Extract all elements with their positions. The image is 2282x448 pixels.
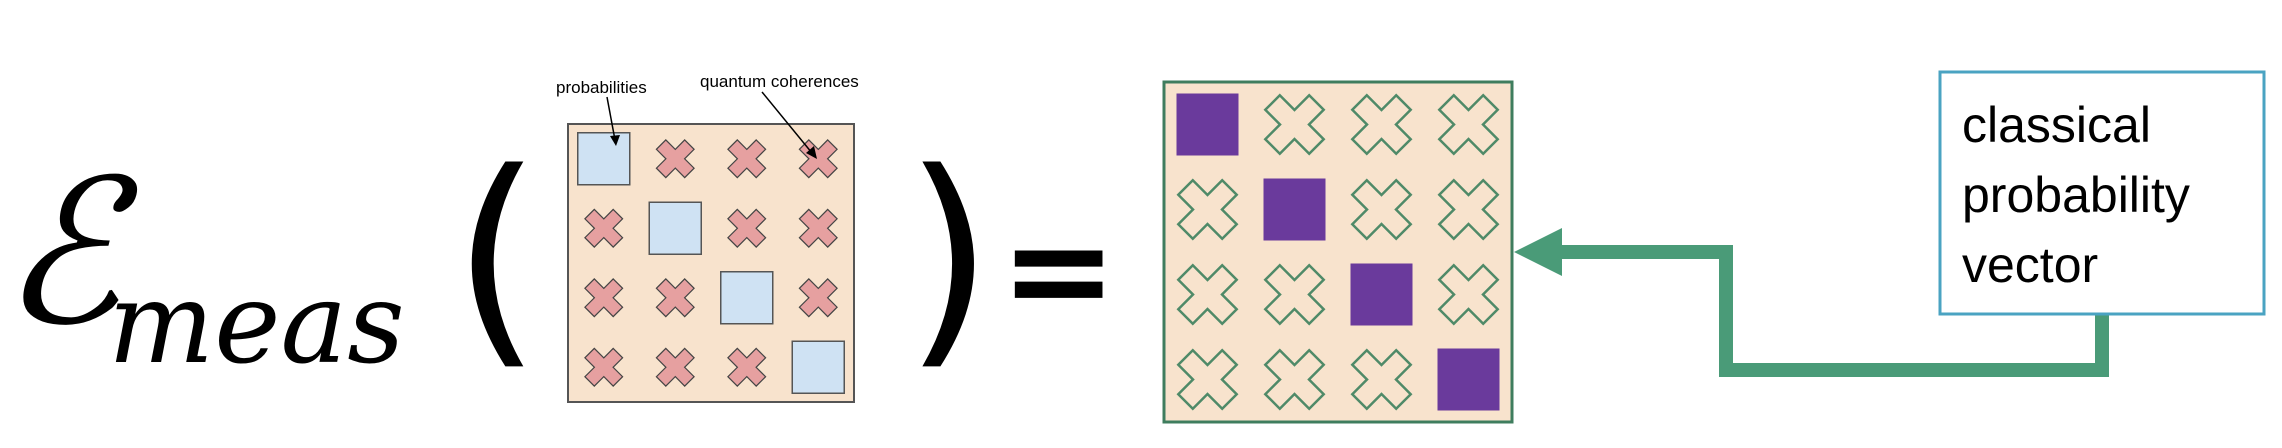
removed-coherence-x-cell — [1350, 93, 1413, 156]
callout-box: classical probability vector — [1938, 70, 2266, 316]
removed-coherence-x-cell — [1176, 263, 1239, 326]
equals-sign: = — [1000, 189, 1117, 352]
coherence-x-cell — [727, 139, 767, 179]
removed-coherence-x-cell — [1437, 178, 1500, 241]
probabilities-pointer-line — [606, 96, 616, 141]
connector-line — [1560, 245, 2109, 377]
callout-line-3: vector — [1962, 237, 2098, 293]
coherence-x-cell — [727, 347, 767, 387]
callout-connector-arrow — [1514, 228, 2109, 377]
removed-coherence-x-cell — [1176, 348, 1239, 411]
removed-coherence-x-cell — [1176, 178, 1239, 241]
callout-line-1: classical — [1962, 97, 2151, 153]
coherence-x-cell — [655, 278, 695, 318]
classical-probability-cell — [1437, 348, 1500, 411]
connector-arrowhead — [1514, 228, 1562, 276]
callout-line-2: probability — [1962, 167, 2190, 223]
classical-probability-cell — [1176, 93, 1239, 156]
coherence-x-cell — [584, 208, 624, 248]
probability-cell — [791, 340, 845, 394]
classical-probability-cell — [1263, 178, 1326, 241]
probabilities-pointer-head — [610, 135, 620, 146]
coherence-x-cell — [584, 278, 624, 318]
removed-coherence-x-cell — [1437, 263, 1500, 326]
coherences-pointer-head — [806, 146, 817, 159]
coherence-x-cell — [655, 347, 695, 387]
removed-coherence-x-cell — [1350, 178, 1413, 241]
coherence-x-cell — [584, 347, 624, 387]
probability-cell — [720, 271, 774, 325]
coherence-x-cell — [798, 208, 838, 248]
annotation-arrows — [606, 91, 817, 159]
label-probabilities: probabilities — [556, 78, 647, 97]
coherence-x-cell — [655, 139, 695, 179]
coherence-x-cell — [727, 208, 767, 248]
removed-coherence-x-cell — [1437, 93, 1500, 156]
removed-coherence-x-cell — [1263, 263, 1326, 326]
operator-subscript: meas — [108, 259, 405, 389]
output-diagonal-matrix — [1162, 80, 1514, 424]
epsilon-symbol: ℰ — [0, 137, 139, 370]
callout-border — [1938, 70, 2266, 316]
removed-coherence-x-cell — [1350, 348, 1413, 411]
probability-cell — [648, 201, 702, 255]
classical-probability-cell — [1350, 263, 1413, 326]
open-parenthesis: ( — [452, 124, 542, 391]
close-parenthesis: ) — [904, 124, 994, 391]
removed-coherence-x-cell — [1263, 93, 1326, 156]
coherences-pointer-line — [761, 91, 813, 154]
removed-coherence-x-cell — [1263, 348, 1326, 411]
label-quantum-coherences: quantum coherences — [700, 72, 859, 91]
input-density-matrix — [567, 123, 855, 403]
probability-cell — [577, 132, 631, 186]
coherence-x-cell — [798, 278, 838, 318]
